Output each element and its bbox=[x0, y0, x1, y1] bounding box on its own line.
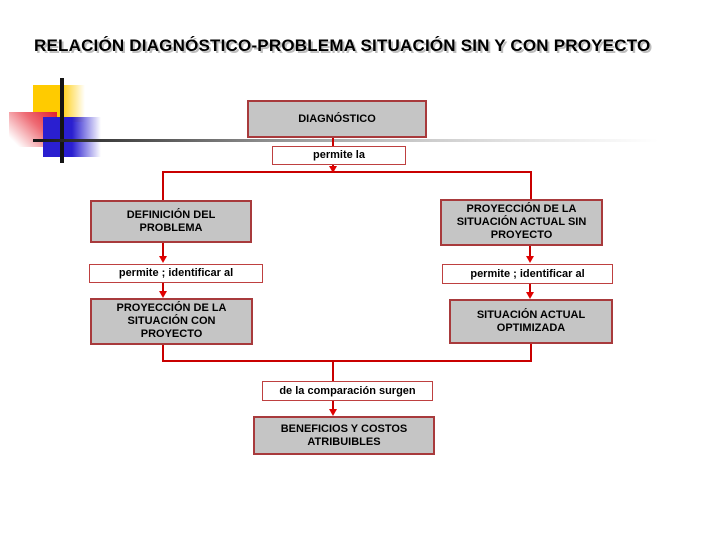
connector-top-left-vertical bbox=[162, 171, 164, 200]
node-comparacion-label: de la comparación surgen bbox=[279, 384, 416, 397]
node-diagnostico: DIAGNÓSTICO bbox=[247, 100, 427, 138]
arrow-permiteizq-down bbox=[159, 282, 167, 298]
connector-bottom-center-vertical bbox=[332, 360, 334, 381]
accent-square-blue bbox=[43, 117, 101, 157]
arrow-down-icon bbox=[159, 291, 167, 298]
arrow-down-icon bbox=[329, 409, 337, 416]
node-proyeccion-con-label: PROYECCIÓN DE LA SITUACIÓN CON PROYECTO bbox=[116, 302, 227, 340]
node-permite-identificar-derecha: permite ; identificar al bbox=[442, 264, 613, 284]
node-de-la-comparacion-surgen: de la comparación surgen bbox=[262, 381, 433, 401]
arrow-permiteder-down bbox=[526, 283, 534, 299]
node-situacion-optimizada-label: SITUACIÓN ACTUAL OPTIMIZADA bbox=[476, 308, 586, 334]
node-permite-identificar-izq-label: permite ; identificar al bbox=[118, 267, 234, 279]
arrow-stem bbox=[529, 283, 531, 292]
node-definicion-label: DEFINICIÓN DEL PROBLEMA bbox=[126, 208, 216, 234]
node-beneficios-label: BENEFICIOS Y COSTOS ATRIBUIBLES bbox=[280, 422, 408, 448]
arrow-stem bbox=[162, 243, 164, 256]
node-permite-la-label: permite la bbox=[313, 149, 365, 161]
arrow-stem bbox=[529, 245, 531, 256]
connector-bottom-left-vertical bbox=[162, 344, 164, 362]
arrow-down-icon bbox=[329, 166, 337, 173]
node-permite-identificar-der-label: permite ; identificar al bbox=[470, 267, 585, 280]
arrow-down-icon bbox=[526, 292, 534, 299]
node-proyeccion-sin-proyecto: PROYECCIÓN DE LA SITUACIÓN ACTUAL SIN PR… bbox=[440, 199, 603, 246]
arrow-stem bbox=[332, 400, 334, 409]
connector-top-right-vertical bbox=[530, 171, 532, 199]
node-situacion-actual-optimizada: SITUACIÓN ACTUAL OPTIMIZADA bbox=[449, 299, 613, 344]
slide-title: RELACIÓN DIAGNÓSTICO-PROBLEMA SITUACIÓN … bbox=[34, 36, 651, 55]
node-proyeccion-sin-label: PROYECCIÓN DE LA SITUACIÓN ACTUAL SIN PR… bbox=[456, 203, 587, 241]
arrow-definicion-down bbox=[159, 243, 167, 263]
node-definicion-del-problema: DEFINICIÓN DEL PROBLEMA bbox=[90, 200, 252, 243]
connector-top-horizontal bbox=[162, 171, 532, 173]
accent-vertical-line bbox=[60, 78, 64, 163]
node-permite-identificar-izquierda: permite ; identificar al bbox=[89, 264, 263, 283]
arrow-stem bbox=[162, 282, 164, 291]
connector-bottom-horizontal bbox=[162, 360, 532, 362]
arrow-down-icon bbox=[526, 256, 534, 263]
node-permite-la: permite la bbox=[272, 146, 406, 165]
connector-bottom-right-vertical bbox=[530, 343, 532, 362]
node-diagnostico-label: DIAGNÓSTICO bbox=[298, 112, 376, 125]
connector-diagnostico-permitela bbox=[332, 138, 334, 146]
accent-horizontal-line bbox=[33, 139, 678, 142]
node-beneficios-y-costos: BENEFICIOS Y COSTOS ATRIBUIBLES bbox=[253, 416, 435, 455]
arrow-comparacion-down bbox=[329, 400, 337, 416]
node-proyeccion-con-proyecto: PROYECCIÓN DE LA SITUACIÓN CON PROYECTO bbox=[90, 298, 253, 345]
arrow-proyeccionsin-down bbox=[526, 245, 534, 263]
arrow-down-icon bbox=[159, 256, 167, 263]
